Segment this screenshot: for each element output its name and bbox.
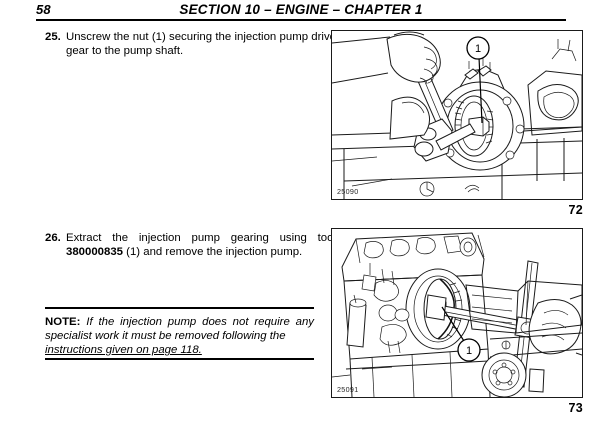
note-text: NOTE: If the injection pump does not req… — [45, 315, 314, 358]
figure-73-illustration: 1 — [332, 232, 582, 397]
step-26-number: 26. — [45, 232, 61, 244]
note-block: NOTE: If the injection pump does not req… — [45, 307, 314, 360]
figure-73-drawing-id: 25091 — [337, 385, 359, 394]
figure-72-frame: 1 25090 — [331, 30, 583, 200]
step-26: 26. Extract the injection pump gearing us… — [45, 231, 336, 259]
note-body: If the injection pump does not require a… — [45, 315, 314, 342]
note-label: NOTE: — [45, 315, 81, 328]
header-divider — [36, 19, 566, 21]
figure-72-illustration: 1 — [332, 31, 582, 199]
figure-73: 1 25091 73 — [331, 228, 583, 415]
section-title: SECTION 10 – ENGINE – CHAPTER 1 — [179, 2, 423, 17]
page-header: 58 SECTION 10 – ENGINE – CHAPTER 1 — [36, 2, 566, 22]
figure-72-number: 72 — [568, 203, 583, 217]
step-26-text-before: Extract the injection pump gearing using… — [66, 232, 336, 244]
step-25-number: 25. — [45, 31, 61, 43]
note-divider-bottom — [45, 358, 314, 360]
figure-72-drawing-id: 25090 — [337, 187, 359, 196]
tool-code: 380000835 — [66, 246, 124, 259]
figure-73-number: 73 — [568, 401, 583, 415]
figure-72: 1 25090 72 — [331, 30, 583, 217]
step-25: 25. Unscrew the nut (1) securing the inje… — [45, 30, 336, 58]
note-divider-top — [45, 307, 314, 309]
figure-72-callout-text: 1 — [475, 43, 481, 55]
figure-73-frame: 1 25091 — [331, 228, 583, 398]
step-26-text-after: (1) and remove the injection pump. — [123, 246, 303, 259]
figure-73-callout-text: 1 — [466, 345, 472, 357]
note-reference-link: instructions given on page 118. — [45, 344, 202, 356]
page-number: 58 — [36, 2, 51, 17]
step-25-text: Unscrew the nut (1) securing the injecti… — [66, 31, 336, 58]
